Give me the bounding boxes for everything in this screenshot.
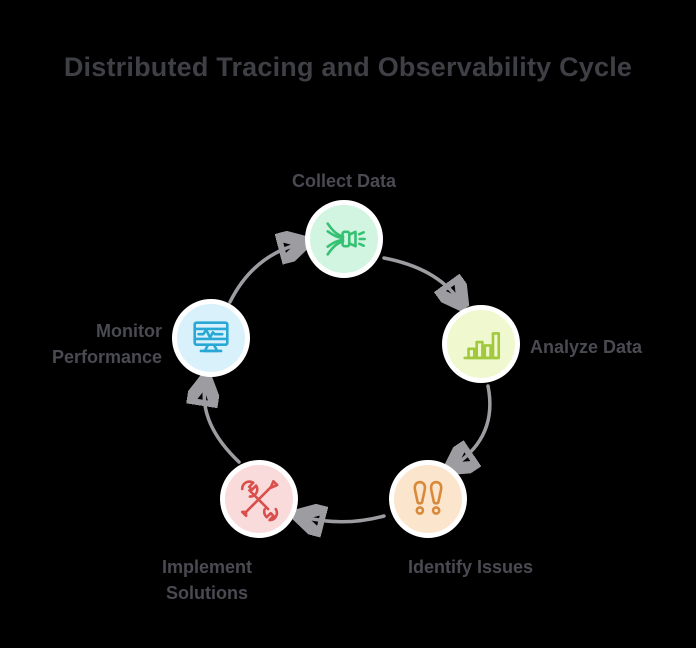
label-analyze-data: Analyze Data xyxy=(530,337,643,357)
node-identify-issues[interactable] xyxy=(389,460,467,538)
bar-chart-icon xyxy=(458,321,504,367)
node-analyze-data[interactable] xyxy=(442,305,520,383)
arrow-identify-to-implement xyxy=(304,516,386,522)
node-circle xyxy=(220,460,298,538)
label-identify-issues: Identify Issues xyxy=(407,557,534,577)
node-circle xyxy=(172,299,250,377)
label-monitor-performance: Monitor Performance xyxy=(51,321,162,368)
node-collect-data[interactable] xyxy=(305,200,383,278)
node-monitor-performance[interactable] xyxy=(172,299,250,377)
diagram-title: Distributed Tracing and Observability Cy… xyxy=(63,52,633,82)
double-exclamation-icon xyxy=(405,476,451,522)
monitor-pulse-icon xyxy=(188,315,234,361)
arrow-collect-to-analyze xyxy=(382,256,459,300)
funnel-collector-icon xyxy=(321,216,367,262)
node-circle xyxy=(389,460,467,538)
arrow-implement-to-monitor xyxy=(204,385,241,464)
arrow-monitor-to-collect xyxy=(228,244,299,304)
node-implement-solutions[interactable] xyxy=(220,460,298,538)
crossed-tools-icon xyxy=(236,476,282,522)
node-circle xyxy=(305,200,383,278)
node-circle xyxy=(442,305,520,383)
label-implement-solutions: Implement Solutions xyxy=(161,557,253,604)
arrow-analyze-to-identify xyxy=(455,384,492,465)
label-collect-data: Collect Data xyxy=(291,171,397,191)
